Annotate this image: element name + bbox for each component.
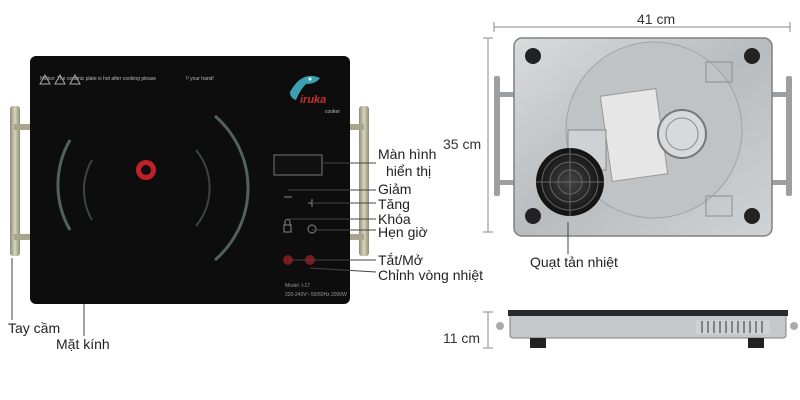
callout-lock: Khóa [378,211,411,227]
callout-fan: Quạt tản nhiệt [530,254,618,270]
callout-timer: Hẹn giờ [378,224,428,240]
brand-name: iruka [300,94,327,106]
callout-display-line2: hiển thị [386,163,432,179]
callout-increase: Tăng [378,196,410,212]
callout-decrease: Giảm [378,181,412,197]
callout-display-line1: Màn hình [378,146,437,162]
callout-power: Tắt/Mở [378,252,423,268]
width-dimension: 41 cm [637,11,676,27]
warning-text: Notice: The ceramic plate is hot after c… [40,76,157,82]
callout-heat-ring: Chỉnh vòng nhiệt [378,267,484,283]
cooling-fan [536,129,607,216]
callout-lines [11,162,569,336]
dimension-lines [483,22,791,349]
left-handle [10,106,32,256]
model-line-2: 220-240V~ 50/60Hz 2000W [285,292,347,298]
depth-dimension: 11 cm [443,330,481,346]
bottom-view [494,37,792,237]
glass-cooktop [30,56,350,304]
callout-handle: Tay cầm [8,320,61,336]
height-dimension: 35 cm [443,136,482,152]
warning-text-2: !! your hand! [186,76,214,82]
side-view [496,310,798,348]
callout-glass: Mặt kính [56,336,110,352]
brand-logo [290,75,320,100]
brand-sub: cooker [325,109,341,115]
model-line-1: Model: I-17 [285,283,311,289]
